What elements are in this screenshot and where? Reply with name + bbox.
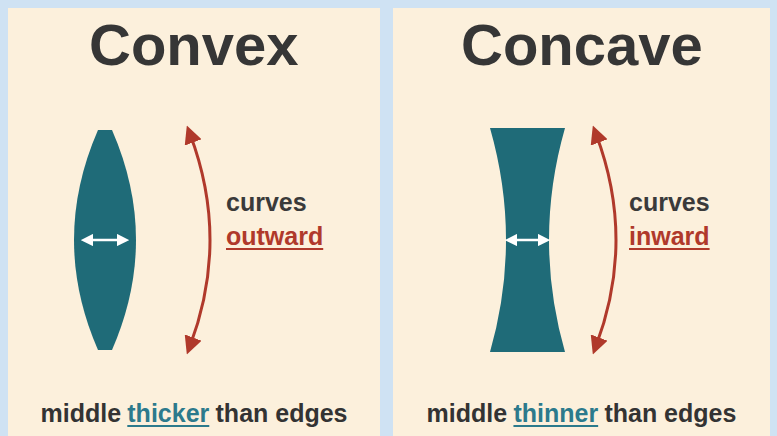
caption-text: middle [427, 398, 508, 428]
panel-title: Concave [461, 16, 703, 74]
caption-text: middle [40, 398, 121, 428]
convex-panel: Convex curves outward middlethickerthan edg… [8, 8, 380, 436]
caption-text: than edges [216, 398, 348, 428]
panel-title: Convex [89, 16, 299, 74]
arrow-label: curves [629, 188, 710, 217]
caption-row: middlethickerthan edges [8, 398, 380, 428]
concave-panel: Concave curves inward middlethinnerthan edg… [393, 8, 770, 436]
caption-row: middlethinnerthan edges [393, 398, 770, 428]
caption-emphasis: thinner [513, 398, 598, 428]
arrow-label: curves [226, 188, 307, 217]
caption-emphasis: thicker [127, 398, 209, 428]
caption-text: than edges [604, 398, 736, 428]
arrow-label-emphasis: inward [629, 222, 710, 251]
arrow-label-emphasis: outward [226, 222, 323, 251]
